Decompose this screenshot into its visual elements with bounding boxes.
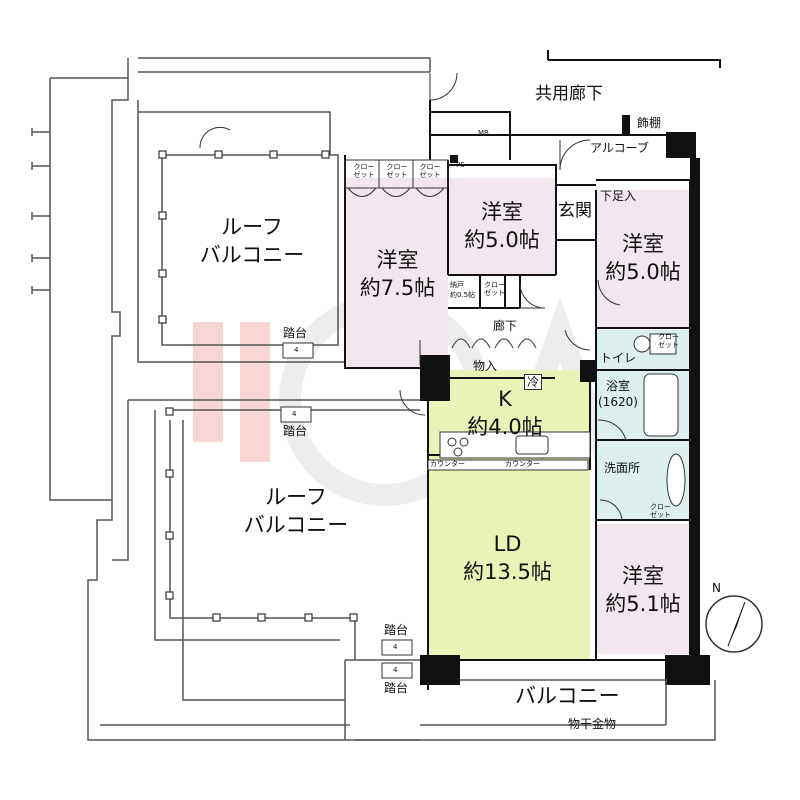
roof-balcony-bottom-line2: バルコニー [243,513,349,538]
step-label-3: 踏台 [384,623,409,637]
shoe-box-label: 下足入 [600,190,636,203]
step-mark-3: 4 [393,643,398,651]
closet-toilet: クローゼット [658,333,679,350]
step-label-2: 踏台 [283,424,308,438]
balcony-label: バルコニー [515,684,620,708]
alcove-label: アルコーブ [590,141,649,155]
common-corridor-label: 共用廊下 [535,84,603,104]
step-label-1: 踏台 [283,326,308,340]
washroom-label: 洗面所 [604,461,641,475]
step-label-4: 踏台 [384,681,409,695]
closet-3: クローゼット [419,163,441,180]
balcony-outline [345,659,716,741]
roof-balcony-bottom-line1: ルーフ [265,485,327,509]
step-mark-1: 4 [294,346,299,354]
roof-balcony-top-line2: バルコニー [199,243,305,268]
mb-label: MB [478,129,489,137]
room-western-50-right: 洋室約5.0帖 [605,232,681,285]
room-western-50-top: 洋室約5.0帖 [464,200,540,253]
counter-label-1: カウンター [430,460,465,468]
drying-hardware-label: 物干金物 [568,717,617,731]
display-shelf-label: 飾棚 [637,116,662,130]
closet-small: クローゼット [484,281,505,298]
ps-label: PS [456,161,465,169]
roof-balcony-outline [31,57,431,741]
step-mark-4: 4 [393,666,398,674]
step-mark-2: 4 [292,410,297,418]
bath-label: 浴室(1620) [598,379,638,410]
kitchen-counter [427,431,591,471]
roof-balcony-bottom-label: ルーフ バルコニー [232,483,360,540]
compass-north-label: N [712,581,721,595]
closet-2: クローゼット [386,163,408,180]
closet-1: クローゼット [353,163,375,180]
railing-posts [158,150,358,622]
compass [705,595,763,653]
toilet-label: トイレ [600,351,637,365]
roof-balcony-top-label: ルーフ バルコニー [188,213,316,270]
entrance-label: 玄関 [558,201,592,221]
room-western-75: 洋室約7.5帖 [359,248,436,301]
bathtub [633,333,686,507]
corridor-label: 廊下 [493,319,518,333]
fridge-mark: 冷 [524,374,543,390]
storeroom-label: 納戸約0.5帖 [450,281,476,299]
door-swings [199,72,627,521]
closet-row [344,159,449,197]
storage-label: 物入 [473,359,498,373]
roof-balcony-top-line1: ルーフ [221,215,283,239]
step-boxes [280,342,413,679]
wall-columns [420,115,710,685]
room-western-51: 洋室約5.1帖 [605,564,681,617]
closet-wash: クローゼット [650,503,671,520]
counter-label-2: カウンター [505,460,540,468]
